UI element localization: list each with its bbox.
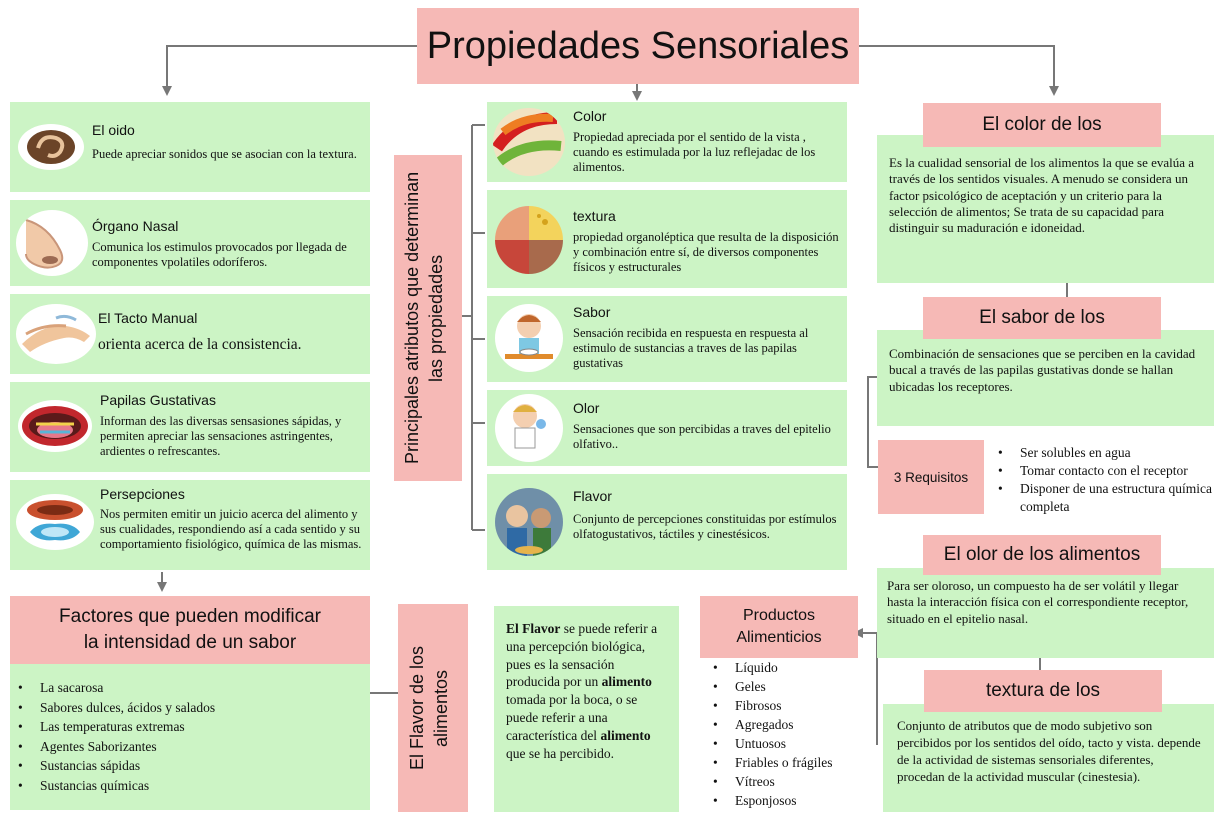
food-texture-icon — [495, 206, 563, 274]
factores-title-line2: la intensidad de un sabor — [83, 632, 297, 653]
list-item: Fibrosos — [705, 696, 875, 715]
sense-card-ear: El oido Puede apreciar sonidos que se as… — [10, 102, 370, 192]
boy-smelling-icon — [495, 394, 563, 462]
flavor-text-2: tomada por la boca, o se puede referir a… — [506, 692, 638, 743]
hands-icon — [16, 304, 96, 364]
productos-list: Líquido Geles Fibrosos Agregados Untuoso… — [705, 658, 875, 810]
sense-text: Nos permiten emitir un juicio acerca del… — [100, 507, 362, 551]
sense-title: El Tacto Manual — [98, 310, 198, 326]
attribute-title: Sabor — [573, 304, 611, 320]
textura-section-text: Conjunto de atributos que de modo subjet… — [883, 704, 1214, 812]
color-section-text: Es la cualidad sensorial de los alimento… — [877, 135, 1214, 283]
attribute-title: Flavor — [573, 488, 612, 504]
peppers-icon — [493, 108, 565, 176]
sense-text: orienta acerca de la consistencia. — [98, 336, 302, 353]
productos-title-line2: Alimenticios — [736, 629, 822, 646]
list-item: Geles — [705, 677, 875, 696]
sense-title: Órgano Nasal — [92, 218, 179, 234]
girl-eating-icon — [495, 304, 563, 372]
sense-card-perception: Persepciones Nos permiten emitir un juic… — [10, 480, 370, 570]
flavor-description: El Flavor se puede referir a una percepc… — [494, 606, 679, 812]
productos-title: Productos Alimenticios — [700, 596, 858, 658]
attributes-label-box: Principales atributos que determinan las… — [394, 155, 462, 481]
list-item: Sabores dulces, ácidos y salados — [10, 698, 370, 718]
ear-icon — [18, 124, 84, 170]
list-item: Disponer de una estructura química compl… — [990, 480, 1220, 516]
list-item: La sacarosa — [10, 678, 370, 698]
list-item: Tomar contacto con el receptor — [990, 462, 1220, 480]
list-item: Sustancias químicas — [10, 776, 370, 796]
nose-icon — [16, 210, 88, 276]
list-item: Agregados — [705, 715, 875, 734]
list-item: Untuosos — [705, 734, 875, 753]
factores-list: La sacarosa Sabores dulces, ácidos y sal… — [10, 678, 370, 795]
attribute-card-smell: Olor Sensaciones que son percibidas a tr… — [487, 390, 847, 466]
sabor-section-title: El sabor de los — [923, 297, 1161, 339]
factores-box: La sacarosa Sabores dulces, ácidos y sal… — [10, 664, 370, 810]
attribute-text: Conjunto de percepciones constituidas po… — [573, 512, 837, 541]
perception-icon — [16, 494, 94, 550]
requisitos-list: Ser solubles en agua Tomar contacto con … — [990, 444, 1220, 516]
list-item: Esponjosos — [705, 791, 875, 810]
attributes-label: Principales atributos que determinan las… — [402, 171, 446, 465]
flavor-text-3: que se ha percibido. — [506, 745, 614, 761]
main-title: Propiedades Sensoriales — [417, 8, 859, 84]
list-item: Vítreos — [705, 772, 875, 791]
kids-eating-icon — [495, 488, 563, 556]
flavor-label-box: El Flavor de los alimentos — [398, 604, 468, 812]
olor-section-text: Para ser oloroso, un compuesto ha de ser… — [877, 568, 1214, 658]
flavor-bold-term: El Flavor — [506, 621, 561, 636]
attribute-text: propiedad organoléptica que resulta de l… — [573, 230, 839, 274]
flavor-bold-alimento-1: alimento — [601, 674, 652, 690]
attribute-title: textura — [573, 208, 616, 224]
list-item: Ser solubles en agua — [990, 444, 1220, 462]
productos-title-line1: Productos — [742, 607, 816, 624]
attribute-card-taste: Sabor Sensación recibida en respuesta en… — [487, 296, 847, 382]
list-item: Agentes Saborizantes — [10, 737, 370, 757]
list-item: Sustancias sápidas — [10, 756, 370, 776]
sense-title: El oido — [92, 122, 135, 138]
flavor-label: El Flavor de los alimentos — [407, 645, 451, 771]
attribute-title: Color — [573, 108, 607, 124]
factores-title-line1: Factores que pueden modificar — [59, 606, 321, 627]
color-section-title-overlay: El color de los — [923, 103, 1161, 147]
sense-text: Informan des las diversas sensasiones sá… — [100, 414, 342, 458]
sense-card-touch: El Tacto Manual orienta acerca de la con… — [10, 294, 370, 374]
list-item: Friables o frágiles — [705, 753, 875, 772]
attribute-title: Olor — [573, 400, 600, 416]
attribute-card-flavor: Flavor Conjunto de percepciones constitu… — [487, 474, 847, 570]
attribute-text: Sensaciones que son percibidas a traves … — [573, 422, 831, 451]
attribute-card-color: Color Propiedad apreciada por el sentido… — [487, 102, 847, 182]
factores-title: Factores que pueden modificar la intensi… — [10, 596, 370, 664]
mouth-icon — [18, 400, 92, 452]
sense-card-nose: Órgano Nasal Comunica los estimulos prov… — [10, 200, 370, 286]
textura-section-title: textura de los — [924, 670, 1162, 712]
olor-section-title: El olor de los alimentos — [923, 535, 1161, 575]
sense-card-taste: Papilas Gustativas Informan des las dive… — [10, 382, 370, 472]
attribute-text: Propiedad apreciada por el sentido de la… — [573, 130, 816, 174]
attribute-text: Sensación recibida en respuesta en respu… — [573, 326, 809, 370]
sense-title: Papilas Gustativas — [100, 392, 216, 408]
sense-title: Persepciones — [100, 486, 185, 502]
flavor-bold-alimento-2: alimento — [600, 727, 651, 743]
sense-text: Puede apreciar sonidos que se asocian co… — [92, 147, 357, 161]
list-item: Líquido — [705, 658, 875, 677]
list-item: Las temperaturas extremas — [10, 717, 370, 737]
sabor-section-text: Combinación de sensaciones que se percib… — [877, 330, 1214, 426]
attribute-card-texture: textura propiedad organoléptica que resu… — [487, 190, 847, 288]
flavor-text-1: se puede referir a una percepción biológ… — [506, 621, 658, 690]
sense-text: Comunica los estimulos provocados por ll… — [92, 240, 347, 269]
requisitos-label: 3 Requisitos — [878, 440, 984, 514]
